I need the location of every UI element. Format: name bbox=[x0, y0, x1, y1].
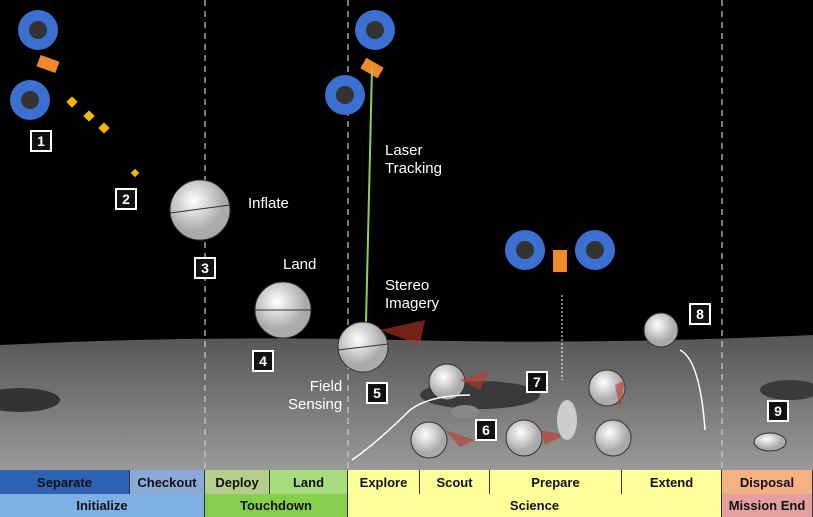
phase-disposal: Disposal bbox=[722, 470, 813, 494]
orbiter-icon bbox=[325, 10, 395, 115]
step-1: 1 bbox=[30, 130, 52, 152]
balloon-rovers bbox=[169, 179, 787, 459]
phase-prepare: Prepare bbox=[490, 470, 622, 494]
phase-checkout: Checkout bbox=[130, 470, 205, 494]
field-sensing-label: Field Sensing bbox=[288, 378, 343, 413]
stage-science: Science bbox=[348, 494, 722, 517]
stage-initialize: Initialize bbox=[0, 494, 205, 517]
step-8: 8 bbox=[689, 303, 711, 325]
inflate-label: Inflate bbox=[248, 195, 289, 212]
step-3: 3 bbox=[194, 257, 216, 279]
step-6: 6 bbox=[475, 419, 497, 441]
mission-scene bbox=[0, 0, 813, 470]
phase-separate: Separate bbox=[0, 470, 130, 494]
orbiter-icon bbox=[10, 10, 60, 120]
lunar-surface bbox=[0, 335, 813, 470]
land-label: Land bbox=[283, 256, 317, 273]
laser-beam bbox=[364, 67, 373, 366]
step-9: 9 bbox=[767, 400, 789, 422]
stage-touchdown: Touchdown bbox=[205, 494, 348, 517]
step-2: 2 bbox=[115, 188, 137, 210]
stage-mission-end: Mission End bbox=[722, 494, 813, 517]
phase-scout: Scout bbox=[420, 470, 490, 494]
step-7: 7 bbox=[526, 371, 548, 393]
step-5: 5 bbox=[366, 382, 388, 404]
phase-explore: Explore bbox=[348, 470, 420, 494]
orbiter-icon bbox=[505, 230, 615, 272]
phase-deploy: Deploy bbox=[205, 470, 270, 494]
laser-tracking-label: Laser Tracking bbox=[385, 142, 442, 177]
phase-land: Land bbox=[270, 470, 348, 494]
step-4: 4 bbox=[252, 350, 274, 372]
stereo-imagery-label: Stereo Imagery bbox=[385, 277, 440, 312]
phase-extend: Extend bbox=[622, 470, 722, 494]
